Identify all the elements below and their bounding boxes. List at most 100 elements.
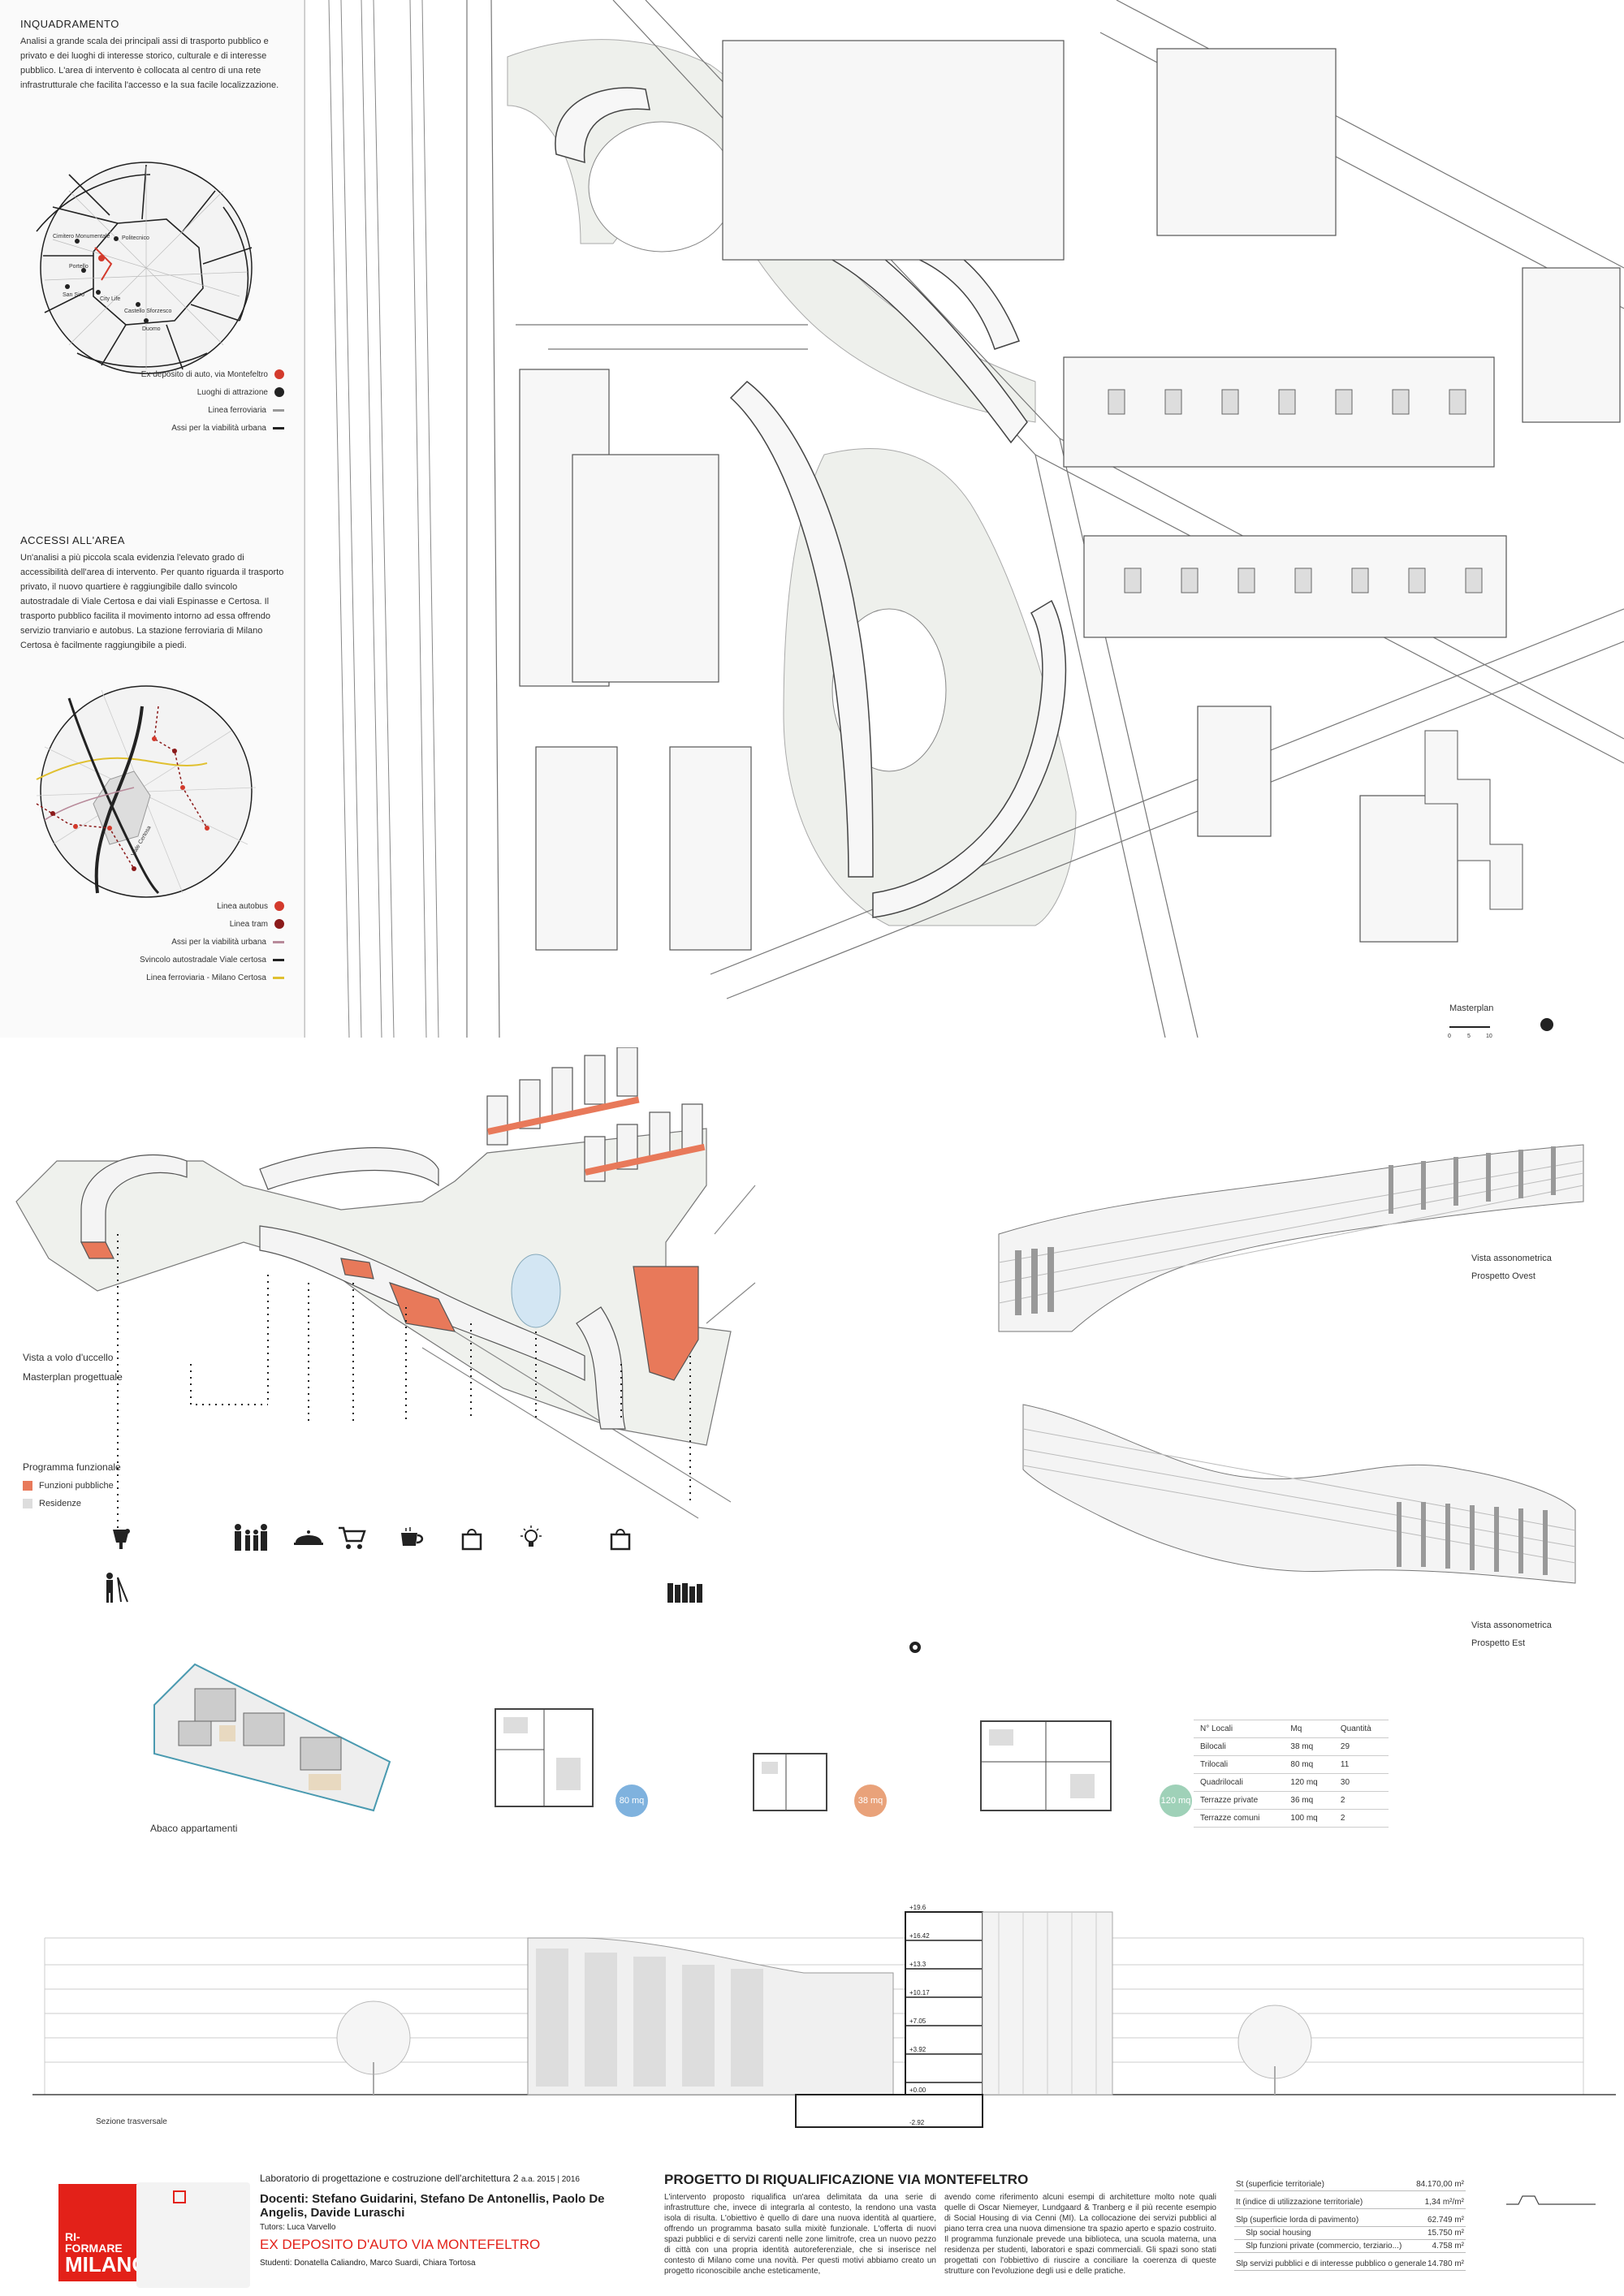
map-label: Cimitero Monumentale <box>53 234 110 240</box>
north-arrow-icon <box>909 1642 921 1653</box>
masterplan-progettuale-label: Masterplan progettuale <box>23 1371 123 1383</box>
map-label: Politecnico <box>122 235 149 241</box>
abaco-label: Abaco appartamenti <box>150 1823 238 1834</box>
legend-item: Luoghi di attrazione <box>122 383 284 401</box>
legend-item: Linea ferroviaria <box>122 401 284 419</box>
vista-est-line1: Vista assonometrica <box>1471 1621 1552 1630</box>
footer-text-col2: avendo come riferimento alcuni esempi di… <box>944 2193 1216 2276</box>
stat-row: Slp servizi pubblici e di interesse pubb… <box>1234 2258 1466 2271</box>
scale-label: 0 <box>1448 1034 1451 1038</box>
north-arrow-icon <box>1540 1018 1553 1031</box>
axonometric-view <box>15 1047 756 1534</box>
footer-locator-map <box>136 2182 250 2288</box>
vista-ovest-line2: Prospetto Ovest <box>1471 1271 1535 1281</box>
legend-item: Residenze <box>23 1499 81 1508</box>
accessi-map: Viale Certosa <box>36 685 257 898</box>
masterplan-drawing: Masterplan 0 5 10 <box>304 0 1624 1038</box>
legend-item: Funzioni pubbliche <box>23 1481 114 1491</box>
footer-stats: St (superficie territoriale)84.170,00 m²… <box>1234 2178 1466 2271</box>
logo-text: MILANO <box>65 2252 149 2277</box>
footer-key-plan <box>1506 2195 1596 2205</box>
inquadramento-text: Analisi a grande scala dei principali as… <box>20 37 279 90</box>
footer-docenti: Docenti: Stefano Guidarini, Stefano De A… <box>260 2192 605 2220</box>
accessi-text: Un'analisi a più piccola scala evidenzia… <box>20 553 284 650</box>
legend-line <box>273 940 284 943</box>
drink-icon <box>113 1529 130 1549</box>
sezione-label: Sezione trasversale <box>96 2117 167 2126</box>
legend-swatch <box>23 1499 32 1508</box>
area-badge-38: 38 mq <box>854 1785 887 1817</box>
footer-text-col1: L'intervento proposto riqualifica un'are… <box>664 2193 936 2276</box>
footer-studenti: Studenti: Donatella Caliandro, Marco Sua… <box>260 2259 476 2268</box>
legend-line <box>273 408 284 412</box>
vista-est-drawing <box>1022 1404 1576 1584</box>
map-label: City Life <box>100 296 120 302</box>
programma-title: Programma funzionale <box>23 1461 121 1473</box>
apartment-plan-120 <box>980 1720 1112 1811</box>
map-label: San Siro <box>63 292 84 298</box>
legend-item: Assi per la viabilità urbana <box>122 419 284 437</box>
accessi-title: ACCESSI ALL'AREA <box>20 534 125 546</box>
legend-item: Linea ferroviaria - Milano Certosa <box>122 969 284 986</box>
footer-heading: PROGETTO DI RIQUALIFICAZIONE VIA MONTEFE… <box>664 2172 1029 2187</box>
map-label: Portello <box>69 264 89 270</box>
logo-text: RI- <box>65 2230 80 2243</box>
legend-line <box>273 976 284 979</box>
table-header: Mq <box>1284 1720 1334 1738</box>
legend-item: Assi per la viabilità urbana <box>122 933 284 951</box>
footer-project-title: EX DEPOSITO D'AUTO VIA MONTEFELTRO <box>260 2237 541 2252</box>
inquadramento-title: INQUADRAMENTO <box>20 18 119 30</box>
stat-row: Slp funzioni private (commercio, terziar… <box>1234 2240 1466 2253</box>
legend-line <box>273 426 284 429</box>
vista-ovest-drawing <box>998 1144 1584 1332</box>
level-label: +3.92 <box>909 2046 926 2053</box>
map-label: Castello Sforzesco <box>124 309 171 314</box>
legend-item: Svincolo autostradale Viale certosa <box>122 951 284 969</box>
scale-label: 5 <box>1467 1034 1471 1038</box>
accessi-legend: Linea autobus Linea tram Assi per la via… <box>122 897 284 986</box>
legend-dot <box>274 919 284 929</box>
locator-marker <box>173 2190 186 2203</box>
stat-row: St (superficie territoriale)84.170,00 m² <box>1234 2178 1466 2191</box>
level-label: +16.42 <box>909 1932 930 1940</box>
painter-icon <box>106 1573 128 1603</box>
logo-text: FORMARE <box>65 2242 123 2255</box>
shopping-bag-icon <box>610 1529 631 1551</box>
area-badge-80: 80 mq <box>615 1785 648 1817</box>
level-label: +19.6 <box>909 1904 926 1911</box>
table-header-row: N° Locali Mq Quantità <box>1194 1720 1389 1738</box>
footer-course: Laboratorio di progettazione e costruzio… <box>260 2173 580 2184</box>
level-label: +13.3 <box>909 1961 926 1968</box>
scale-label: 10 <box>1486 1034 1492 1038</box>
masterplan-label: Masterplan <box>1449 1003 1493 1013</box>
apartment-block-axo <box>153 1663 391 1812</box>
legend-swatch <box>23 1481 32 1491</box>
vista-label: Vista a volo d'uccello <box>23 1352 114 1363</box>
table-header: Quantità <box>1333 1720 1389 1738</box>
lightbulb-icon <box>520 1526 542 1547</box>
cart-icon <box>339 1526 366 1549</box>
map-label: Duomo <box>142 326 161 332</box>
inquadramento-legend: Ex deposito di auto, via Montefeltro Luo… <box>122 365 284 437</box>
legend-item: Linea tram <box>122 915 284 933</box>
shopping-bag-icon <box>461 1529 482 1551</box>
legend-dot <box>274 369 284 379</box>
legend-line <box>273 958 284 961</box>
level-label: +0.00 <box>909 2087 926 2094</box>
stat-row: Slp (superficie lorda di pavimento)62.74… <box>1234 2214 1466 2227</box>
footer-tutors: Tutors: Luca Varvello <box>260 2223 336 2232</box>
level-label: +7.05 <box>909 2018 926 2025</box>
food-icon <box>294 1530 323 1545</box>
books-icon <box>667 1583 702 1603</box>
level-label: +10.17 <box>909 1989 930 1996</box>
level-label: -2.92 <box>909 2119 925 2126</box>
coffee-icon <box>401 1527 424 1546</box>
vista-est-line2: Prospetto Est <box>1471 1638 1526 1648</box>
